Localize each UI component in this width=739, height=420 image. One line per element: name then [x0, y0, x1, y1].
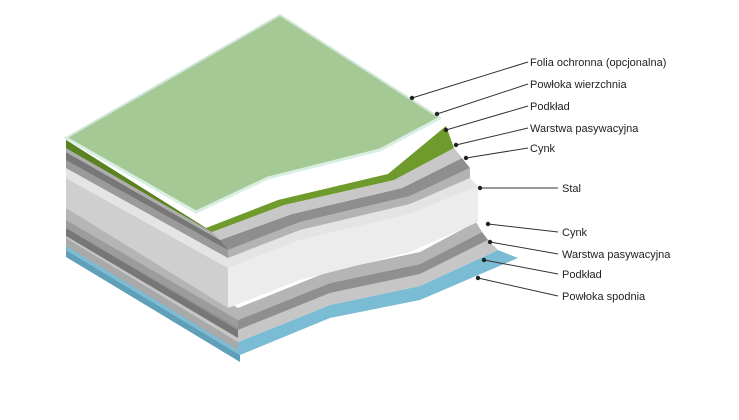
label-zinc-bottom: Cynk	[562, 227, 588, 239]
top-coat-edge	[66, 140, 212, 232]
leader-dot	[434, 111, 440, 117]
leader-dot	[463, 155, 469, 161]
leader-line	[436, 83, 529, 115]
label-top-coat: Powłoka wierzchnia	[530, 79, 627, 91]
bottom-zinc-layer	[66, 208, 482, 320]
label-primer-top: Podkład	[530, 101, 570, 113]
leader-line	[477, 277, 559, 297]
label-passivation-top: Warstwa pasywacyjna	[530, 123, 639, 135]
top-passivation-edge	[66, 152, 228, 250]
leader-dot	[485, 221, 491, 227]
leader-line	[445, 105, 529, 131]
leader-line	[487, 223, 559, 233]
steel-core-side	[228, 186, 478, 308]
bottom-zinc-edge	[66, 220, 238, 328]
label-protective-film: Folia ochronna (opcjonalna)	[530, 57, 666, 69]
bottom-coat-edge	[66, 250, 240, 362]
leader-dot	[477, 185, 483, 191]
protective-film-edge	[65, 116, 441, 214]
leader-lines	[409, 61, 559, 297]
bottom-primer-edge	[66, 238, 238, 350]
leader-dot	[481, 257, 487, 263]
label-zinc-top: Cynk	[530, 143, 556, 155]
leader-line	[411, 61, 529, 99]
steel-core-front	[66, 178, 228, 308]
leader-dot	[475, 275, 481, 281]
label-primer-bottom: Podkład	[562, 269, 602, 281]
leader-dot	[409, 95, 415, 101]
leader-line	[489, 241, 559, 255]
leader-line	[455, 127, 529, 146]
steel-core-top	[66, 168, 478, 268]
top-coat-layer	[66, 126, 454, 232]
bottom-passivation-edge	[66, 228, 238, 338]
leader-line	[483, 259, 559, 275]
label-steel: Stal	[562, 183, 581, 195]
label-passivation-bottom: Warstwa pasywacyjna	[562, 249, 671, 261]
label-bottom-coat: Powłoka spodnia	[562, 291, 646, 303]
leader-dot	[453, 142, 459, 148]
leader-dot	[487, 239, 493, 245]
leader-line	[465, 147, 529, 159]
top-zinc-edge	[66, 160, 228, 258]
leader-dot	[443, 127, 449, 133]
